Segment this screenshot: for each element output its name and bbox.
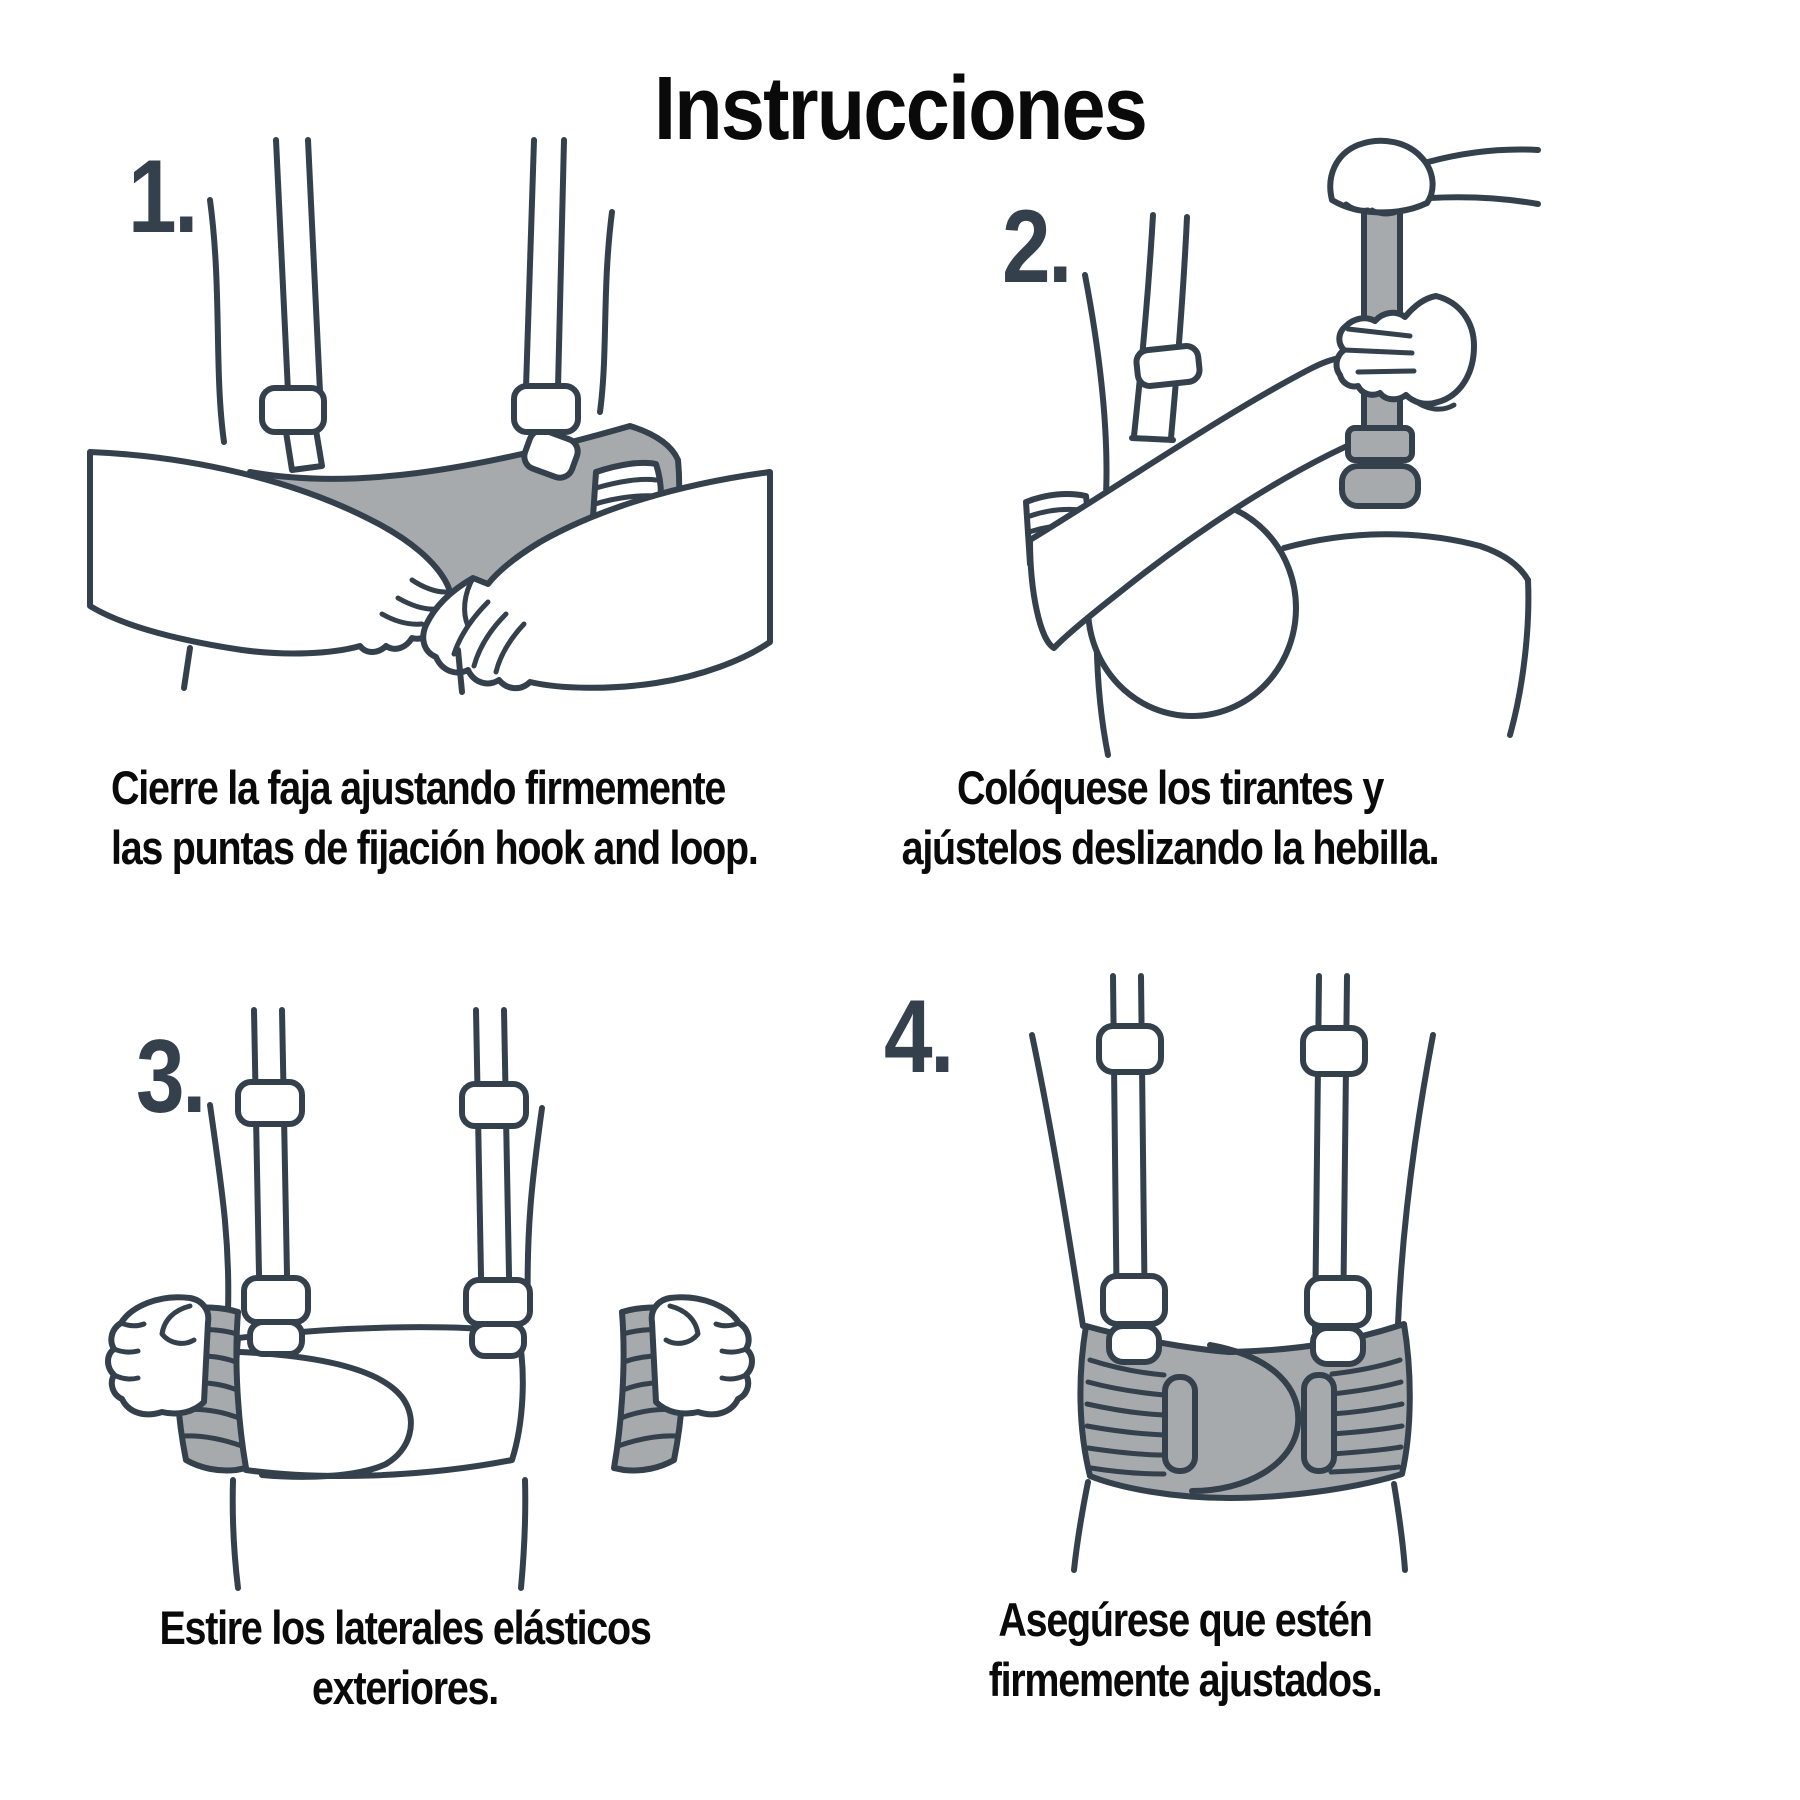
suspender-straps <box>273 137 567 395</box>
step-2-caption: Colóquese los tirantes y ajústelos desli… <box>884 758 1455 878</box>
caption-line: Estire los laterales elásticos <box>159 1601 651 1654</box>
step-4-number: 4. <box>884 979 954 1095</box>
garment-lines <box>181 645 465 695</box>
torso <box>207 197 615 445</box>
right-tab <box>1301 1372 1337 1474</box>
top-fist <box>1327 137 1541 217</box>
gripping-hand <box>1333 293 1477 412</box>
suspender-straps <box>235 1007 529 1331</box>
step-1-number: 1. <box>128 139 198 255</box>
caption-line: Cierre la faja ajustando firmemente <box>111 761 726 814</box>
right-arm-hand <box>420 469 773 692</box>
step-4-caption: Asegúrese que estén firmemente ajustados… <box>920 1590 1449 1710</box>
torso <box>1029 1032 1436 1573</box>
illustration-fists-stretching-side-elastics <box>105 1007 755 1591</box>
caption-line: ajústelos deslizando la hebilla. <box>901 821 1440 874</box>
step-3-caption: Estire los laterales elásticos exteriore… <box>115 1598 695 1718</box>
lower-buckles <box>241 1275 533 1359</box>
left-tab <box>1162 1374 1198 1474</box>
suspender-straps <box>1096 973 1368 1335</box>
right-fist <box>648 1294 755 1418</box>
illustration-hands-closing-belt <box>87 137 773 695</box>
strap-buckles <box>259 383 581 481</box>
suspender-strap <box>1129 212 1203 443</box>
step-3-number: 3. <box>136 1019 206 1135</box>
caption-line: firmemente ajustados. <box>988 1653 1383 1706</box>
page-title: Instrucciones <box>653 59 1148 159</box>
step-1-caption: Cierre la faja ajustando firmemente las … <box>111 758 759 878</box>
caption-line: Asegúrese que estén <box>998 1593 1372 1646</box>
step-2-number: 2. <box>1002 189 1072 305</box>
arm <box>1027 353 1388 651</box>
left-fist <box>105 1294 212 1418</box>
closure-flap <box>1189 1342 1302 1494</box>
caption-line: las puntas de fijación hook and loop. <box>111 821 759 874</box>
belt <box>1077 1321 1413 1501</box>
illustration-belt-firmly-fastened <box>1029 973 1436 1573</box>
illustration-hands-sliding-suspender-buckle <box>1023 137 1541 758</box>
lower-buckles <box>1100 1273 1372 1367</box>
caption-line: Colóquese los tirantes y <box>956 761 1384 814</box>
caption-line: exteriores. <box>312 1661 499 1714</box>
